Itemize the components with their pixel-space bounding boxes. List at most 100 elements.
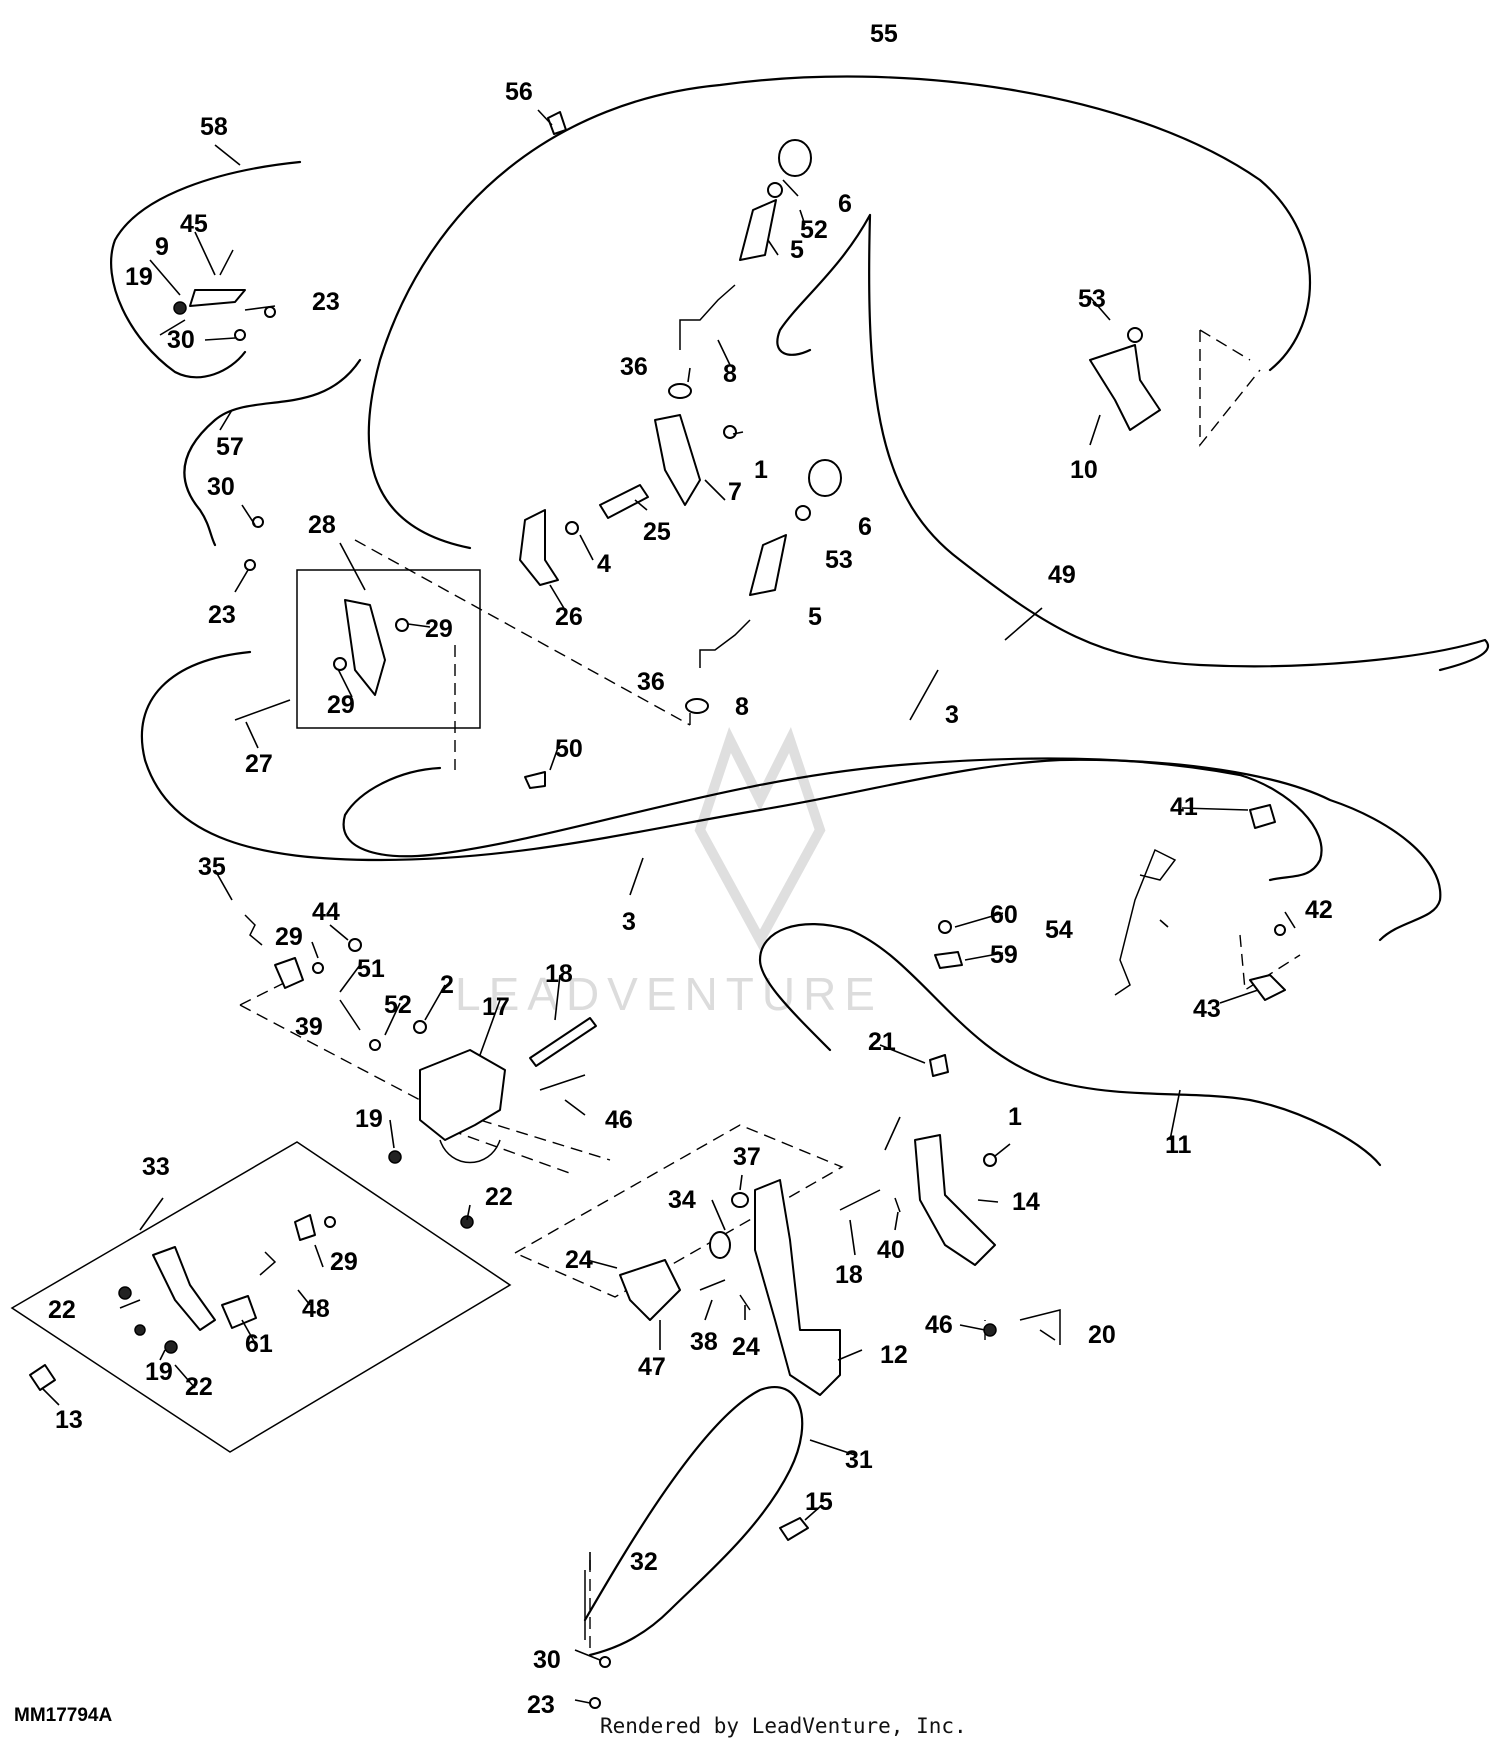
part-12-pedal: [754, 1179, 841, 1396]
cable-31: [583, 1386, 804, 1657]
callout-23: 23: [527, 1691, 555, 1719]
callout-8: 8: [723, 360, 737, 388]
callout-50: 50: [555, 735, 583, 763]
callout-53: 53: [825, 546, 853, 574]
callout-16: 17: [482, 993, 510, 1021]
part-15-spring: [779, 1517, 809, 1541]
part-16-ring: [439, 1139, 501, 1164]
part-30-clip-top: [234, 329, 246, 341]
callout-14: 14: [1012, 1188, 1040, 1216]
part-19-nut-top: [173, 301, 187, 315]
callout-60: 58: [200, 113, 228, 141]
part-19-nut-mid: [388, 1150, 402, 1164]
callout-35: 35: [198, 853, 226, 881]
part-57-clip: [547, 111, 567, 135]
callout-17: 18: [545, 960, 573, 988]
callout-25: 25: [643, 518, 671, 546]
part-24-clip: [739, 1294, 751, 1311]
part-28-lever: [344, 599, 386, 696]
callout-28: 28: [308, 511, 336, 539]
cable-59: [183, 358, 362, 547]
part-38-pin: [699, 1279, 726, 1291]
part-21-clip: [929, 1054, 949, 1077]
part-35-spring: [244, 914, 263, 946]
callout-34: 34: [668, 1186, 696, 1214]
part-22-nut-lower: [164, 1340, 178, 1354]
cable-11: [758, 923, 1382, 1167]
callout-15: 15: [805, 1488, 833, 1516]
callout-23: 23: [312, 288, 340, 316]
callout-45: 46: [605, 1106, 633, 1134]
callout-26: 26: [555, 603, 583, 631]
part-6-knob-top: [778, 139, 812, 177]
callout-42: 42: [1305, 896, 1333, 924]
callout-47: 47: [638, 1353, 666, 1381]
callout-29: 29: [425, 615, 453, 643]
callout-61: 61: [245, 1330, 273, 1358]
part-29-washer-b: [333, 657, 347, 671]
part-8-rod-bottom: [699, 619, 751, 668]
part-52-washer: [369, 1039, 381, 1051]
part-47-bracket: [619, 1259, 681, 1321]
part-10-bracket: [1089, 344, 1161, 431]
callout-30: 30: [167, 326, 195, 354]
part-56-bolt: [938, 920, 952, 934]
callout-48: 48: [302, 1295, 330, 1323]
callout-33: 33: [142, 1153, 170, 1181]
callout-20: 20: [1088, 1321, 1116, 1349]
part-36-bushing-b: [685, 698, 709, 714]
part-6-knob-bottom: [808, 459, 842, 497]
part-43-bracket: [1249, 974, 1286, 1001]
part-48-spring: [259, 1251, 277, 1276]
part-7-lever: [654, 414, 701, 506]
callout-27: 27: [245, 750, 273, 778]
callout-58: 55: [870, 20, 898, 48]
part-4-washer: [565, 521, 579, 535]
callout-1: 1: [1008, 1103, 1022, 1131]
part-2-bolt: [413, 1020, 427, 1034]
part-25-shaft: [599, 484, 649, 519]
callouts: 58 45 9 19 23 30 57 30 23 28 29 29 27 56…: [48, 20, 1333, 1719]
part-53-nut-c: [1127, 327, 1143, 343]
callout-3: 3: [945, 701, 959, 729]
part-46-nut: [983, 1323, 997, 1337]
callout-49: 49: [1048, 561, 1076, 589]
callout-37: 37: [733, 1143, 761, 1171]
part-55-block: [934, 951, 963, 969]
callout-5: 5: [790, 236, 804, 264]
callout-30: 30: [207, 473, 235, 501]
diagram-reference-code: MM17794A: [14, 1705, 113, 1726]
cable-3-b: [342, 757, 1323, 882]
callout-30: 30: [533, 1646, 561, 1674]
watermark: LEADVENTURE: [455, 726, 883, 1020]
callout-29: 29: [330, 1248, 358, 1276]
part-9-bracket: [189, 289, 246, 307]
part-27-bolt: [234, 699, 291, 721]
callout-7: 7: [728, 478, 742, 506]
callout-10: 10: [1070, 456, 1098, 484]
callout-59: 57: [216, 433, 244, 461]
callout-36: 36: [637, 668, 665, 696]
callout-41: 41: [1170, 793, 1198, 821]
callout-22: 22: [185, 1373, 213, 1401]
callout-51: 51: [357, 955, 385, 983]
callout-54: 54: [1045, 916, 1073, 944]
callout-12: 12: [880, 1341, 908, 1369]
part-19-nut-left: [134, 1324, 146, 1336]
part-29-washer-a: [395, 618, 409, 632]
watermark-text: LEADVENTURE: [455, 968, 883, 1020]
part-33-pedal-arm: [152, 1246, 216, 1331]
part-53-nut-a: [767, 182, 783, 198]
part-54-rod: [1114, 848, 1177, 996]
part-36-bushing-a: [668, 383, 692, 399]
callout-24: 24: [565, 1246, 593, 1274]
part-51-bolt: [339, 999, 361, 1031]
callout-21: 21: [868, 1028, 896, 1056]
part-50-clip: [524, 771, 546, 789]
callout-1: 1: [754, 456, 768, 484]
callout-32: 32: [630, 1548, 658, 1576]
callout-9: 9: [155, 233, 169, 261]
callout-3: 3: [622, 908, 636, 936]
part-5-handle-bottom: [749, 534, 787, 596]
